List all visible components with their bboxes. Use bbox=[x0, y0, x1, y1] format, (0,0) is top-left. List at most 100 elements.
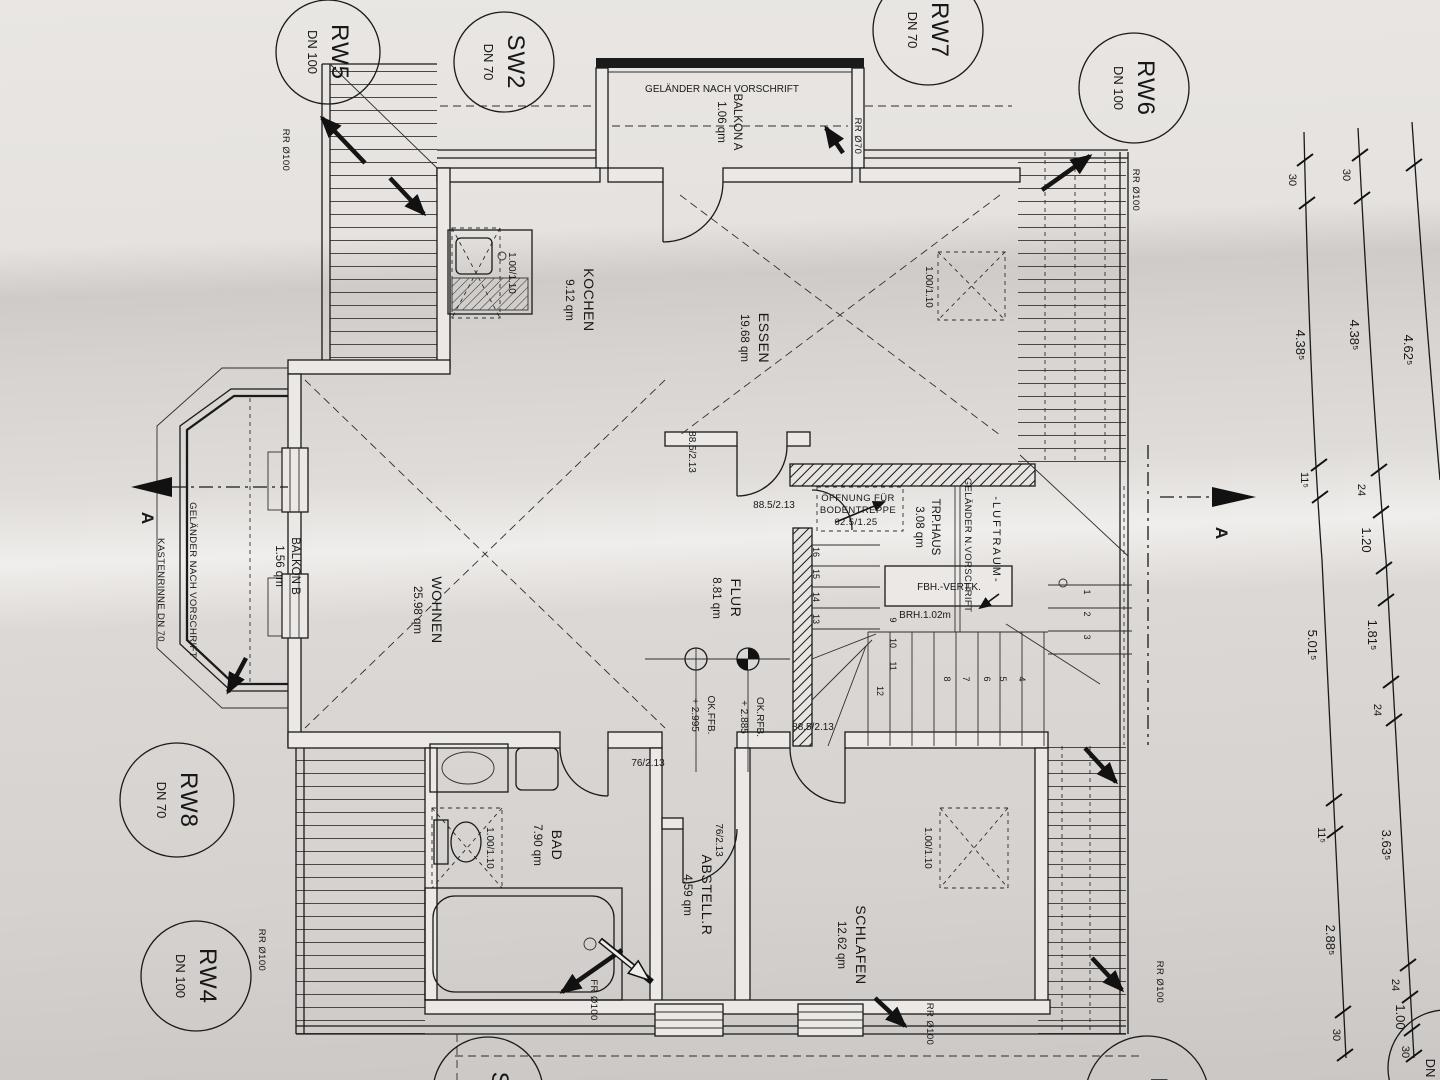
svg-text:DN 70: DN 70 bbox=[905, 12, 920, 49]
pipe-label-bottom-left: RR Ø100 bbox=[256, 929, 267, 971]
wall-left-bad bbox=[424, 747, 438, 1001]
room-label-wohnen: WOHNEN 25.98 qm bbox=[411, 576, 445, 643]
svg-text:RW6: RW6 bbox=[1132, 60, 1159, 116]
drain-marker-rw7: RW7 DN 70 bbox=[872, 0, 984, 86]
wall-step-wohnen bbox=[287, 359, 451, 375]
roof-surface-bottom-left bbox=[295, 744, 425, 1034]
dim-chain-middle bbox=[1357, 127, 1415, 1059]
svg-text:RW4: RW4 bbox=[194, 948, 221, 1004]
pipe-label-schlafen: RR Ø100 bbox=[924, 1003, 935, 1045]
note-brh: BRH.1.02m bbox=[899, 610, 951, 621]
level-label-rfb: OK.RFB. + 2.885 bbox=[738, 697, 765, 737]
svg-text:1.20: 1.20 bbox=[1359, 527, 1374, 552]
svg-text:BALKON B: BALKON B bbox=[289, 537, 301, 595]
window-label-schlafen: 1.00/1.10 bbox=[922, 827, 933, 869]
stair-numbers: 1 2 3 4 5 6 7 8 9 10 11 12 13 14 15 16 bbox=[811, 547, 1092, 696]
pipe-label-top-right: RR Ø100 bbox=[1130, 169, 1141, 211]
svg-text:OK.RFB.: OK.RFB. bbox=[754, 697, 765, 737]
svg-text:11: 11 bbox=[888, 661, 898, 670]
room-label-abstell: ABSTELL.R 4.59 qm bbox=[681, 855, 715, 936]
svg-text:14: 14 bbox=[811, 592, 821, 602]
svg-text:DN 70: DN 70 bbox=[481, 44, 496, 81]
svg-text:ABSTELL.R: ABSTELL.R bbox=[699, 855, 715, 936]
arrow-rw8 bbox=[226, 656, 248, 695]
svg-text:RW8: RW8 bbox=[175, 772, 202, 828]
drain-marker-sw-bottom: SW DN bbox=[433, 1036, 543, 1080]
svg-text:ESSEN: ESSEN bbox=[756, 313, 772, 363]
svg-text:5.01⁵: 5.01⁵ bbox=[1305, 630, 1320, 661]
svg-text:SCHLAFEN: SCHLAFEN bbox=[853, 905, 869, 984]
staircase bbox=[811, 445, 1149, 747]
svg-text:1: 1 bbox=[1082, 589, 1092, 594]
note-fbh: FBH.-VERT.K. bbox=[917, 582, 981, 593]
svg-text:30: 30 bbox=[1399, 1046, 1411, 1058]
luftraum-leader bbox=[978, 593, 1000, 610]
wall-right-schlafen bbox=[1034, 747, 1049, 1011]
svg-text:15: 15 bbox=[811, 569, 821, 579]
room-label-trp-haus: TRP.HAUS 3.08 qm bbox=[913, 499, 941, 556]
wall-bottom bbox=[424, 999, 1051, 1015]
window-label-bad: 1.00/1.10 bbox=[484, 827, 495, 869]
svg-text:3.08 qm: 3.08 qm bbox=[913, 506, 925, 548]
svg-text:24: 24 bbox=[1371, 704, 1383, 716]
drain-marker-rw6: RW6 DN 100 bbox=[1078, 32, 1190, 144]
wc-bowl bbox=[450, 821, 482, 863]
wall-essen-flur-b bbox=[786, 431, 811, 447]
pipe-label-top-left: RR Ø100 bbox=[280, 129, 291, 171]
note-gelaender-balkon-a: GELÄNDER NACH VORSCHRIFT bbox=[645, 83, 799, 95]
door-label-4: 76/2.13 bbox=[631, 758, 665, 769]
balkon-a bbox=[595, 58, 865, 243]
svg-text:DN: DN bbox=[1423, 1059, 1438, 1078]
window-label-kochen: 1.00/1.10 bbox=[506, 252, 517, 294]
wall-top-essen bbox=[859, 167, 1021, 183]
drain-marker-rw8: RW8 DN 70 bbox=[119, 742, 235, 858]
svg-text:11⁵: 11⁵ bbox=[1298, 472, 1310, 488]
room-label-balkon-a: BALKON A 1.06 qm bbox=[715, 94, 743, 151]
svg-text:2: 2 bbox=[1082, 611, 1092, 616]
svg-text:1.06 qm: 1.06 qm bbox=[715, 101, 727, 143]
roof-surface-left bbox=[321, 63, 438, 362]
svg-text:25.98 qm: 25.98 qm bbox=[411, 586, 423, 634]
svg-text:11⁵: 11⁵ bbox=[1315, 827, 1327, 843]
svg-text:12: 12 bbox=[875, 686, 885, 696]
svg-text:1.81⁵: 1.81⁵ bbox=[1365, 620, 1380, 651]
bath-cabinet bbox=[515, 747, 559, 791]
svg-text:2.88⁵: 2.88⁵ bbox=[1323, 925, 1338, 956]
wall-essen-flur-a bbox=[664, 431, 738, 447]
kitchen-sink bbox=[447, 229, 533, 315]
svg-text:OK.FFB.: OK.FFB. bbox=[705, 696, 716, 735]
drain-arrows bbox=[226, 115, 1125, 1029]
balkon-b bbox=[156, 367, 288, 709]
pipe-label-bottom-right: RR Ø100 bbox=[1154, 961, 1165, 1003]
roof-hip-right-1 bbox=[1019, 454, 1129, 557]
svg-text:DN 100: DN 100 bbox=[173, 954, 188, 998]
svg-text:6: 6 bbox=[982, 676, 992, 681]
arrow-rw5 bbox=[319, 115, 367, 165]
walk-line-start bbox=[1058, 578, 1068, 588]
pipe-label-balkon-a: RR Ø70 bbox=[852, 118, 863, 155]
svg-text:30: 30 bbox=[1330, 1029, 1342, 1041]
svg-text:DN 70: DN 70 bbox=[154, 782, 169, 819]
section-label-right: A bbox=[1212, 527, 1231, 539]
arrow-roof-left bbox=[388, 176, 427, 217]
windows bbox=[267, 447, 864, 1037]
door-label-1: 88.5/2.13 bbox=[686, 431, 697, 473]
drain-marker-rw-right: R DN bbox=[1387, 1009, 1440, 1080]
note-gelaender-treppe: GELÄNDER N.VORSCHRIFT bbox=[962, 478, 973, 613]
room-label-kochen: KOCHEN 9.12 qm bbox=[563, 268, 597, 332]
kastenrinne-edge bbox=[156, 367, 288, 709]
arrow-bottom-right bbox=[1090, 956, 1125, 993]
dim-chain-inner bbox=[1303, 131, 1347, 1059]
arrow-schlafen bbox=[873, 996, 908, 1029]
svg-text:16: 16 bbox=[811, 547, 821, 557]
svg-text:12.62 qm: 12.62 qm bbox=[835, 921, 847, 969]
svg-text:KOCHEN: KOCHEN bbox=[581, 268, 597, 332]
svg-text:30: 30 bbox=[1286, 174, 1298, 186]
svg-text:RW5: RW5 bbox=[326, 24, 353, 80]
drain-marker-rw4: RW4 DN 100 bbox=[140, 920, 252, 1032]
svg-text:1.56 qm: 1.56 qm bbox=[273, 545, 285, 587]
label-luftraum: -LUFTRAUM- bbox=[990, 496, 1002, 583]
svg-text:SW2: SW2 bbox=[502, 34, 529, 89]
arrow-sw-bottom bbox=[559, 948, 624, 994]
